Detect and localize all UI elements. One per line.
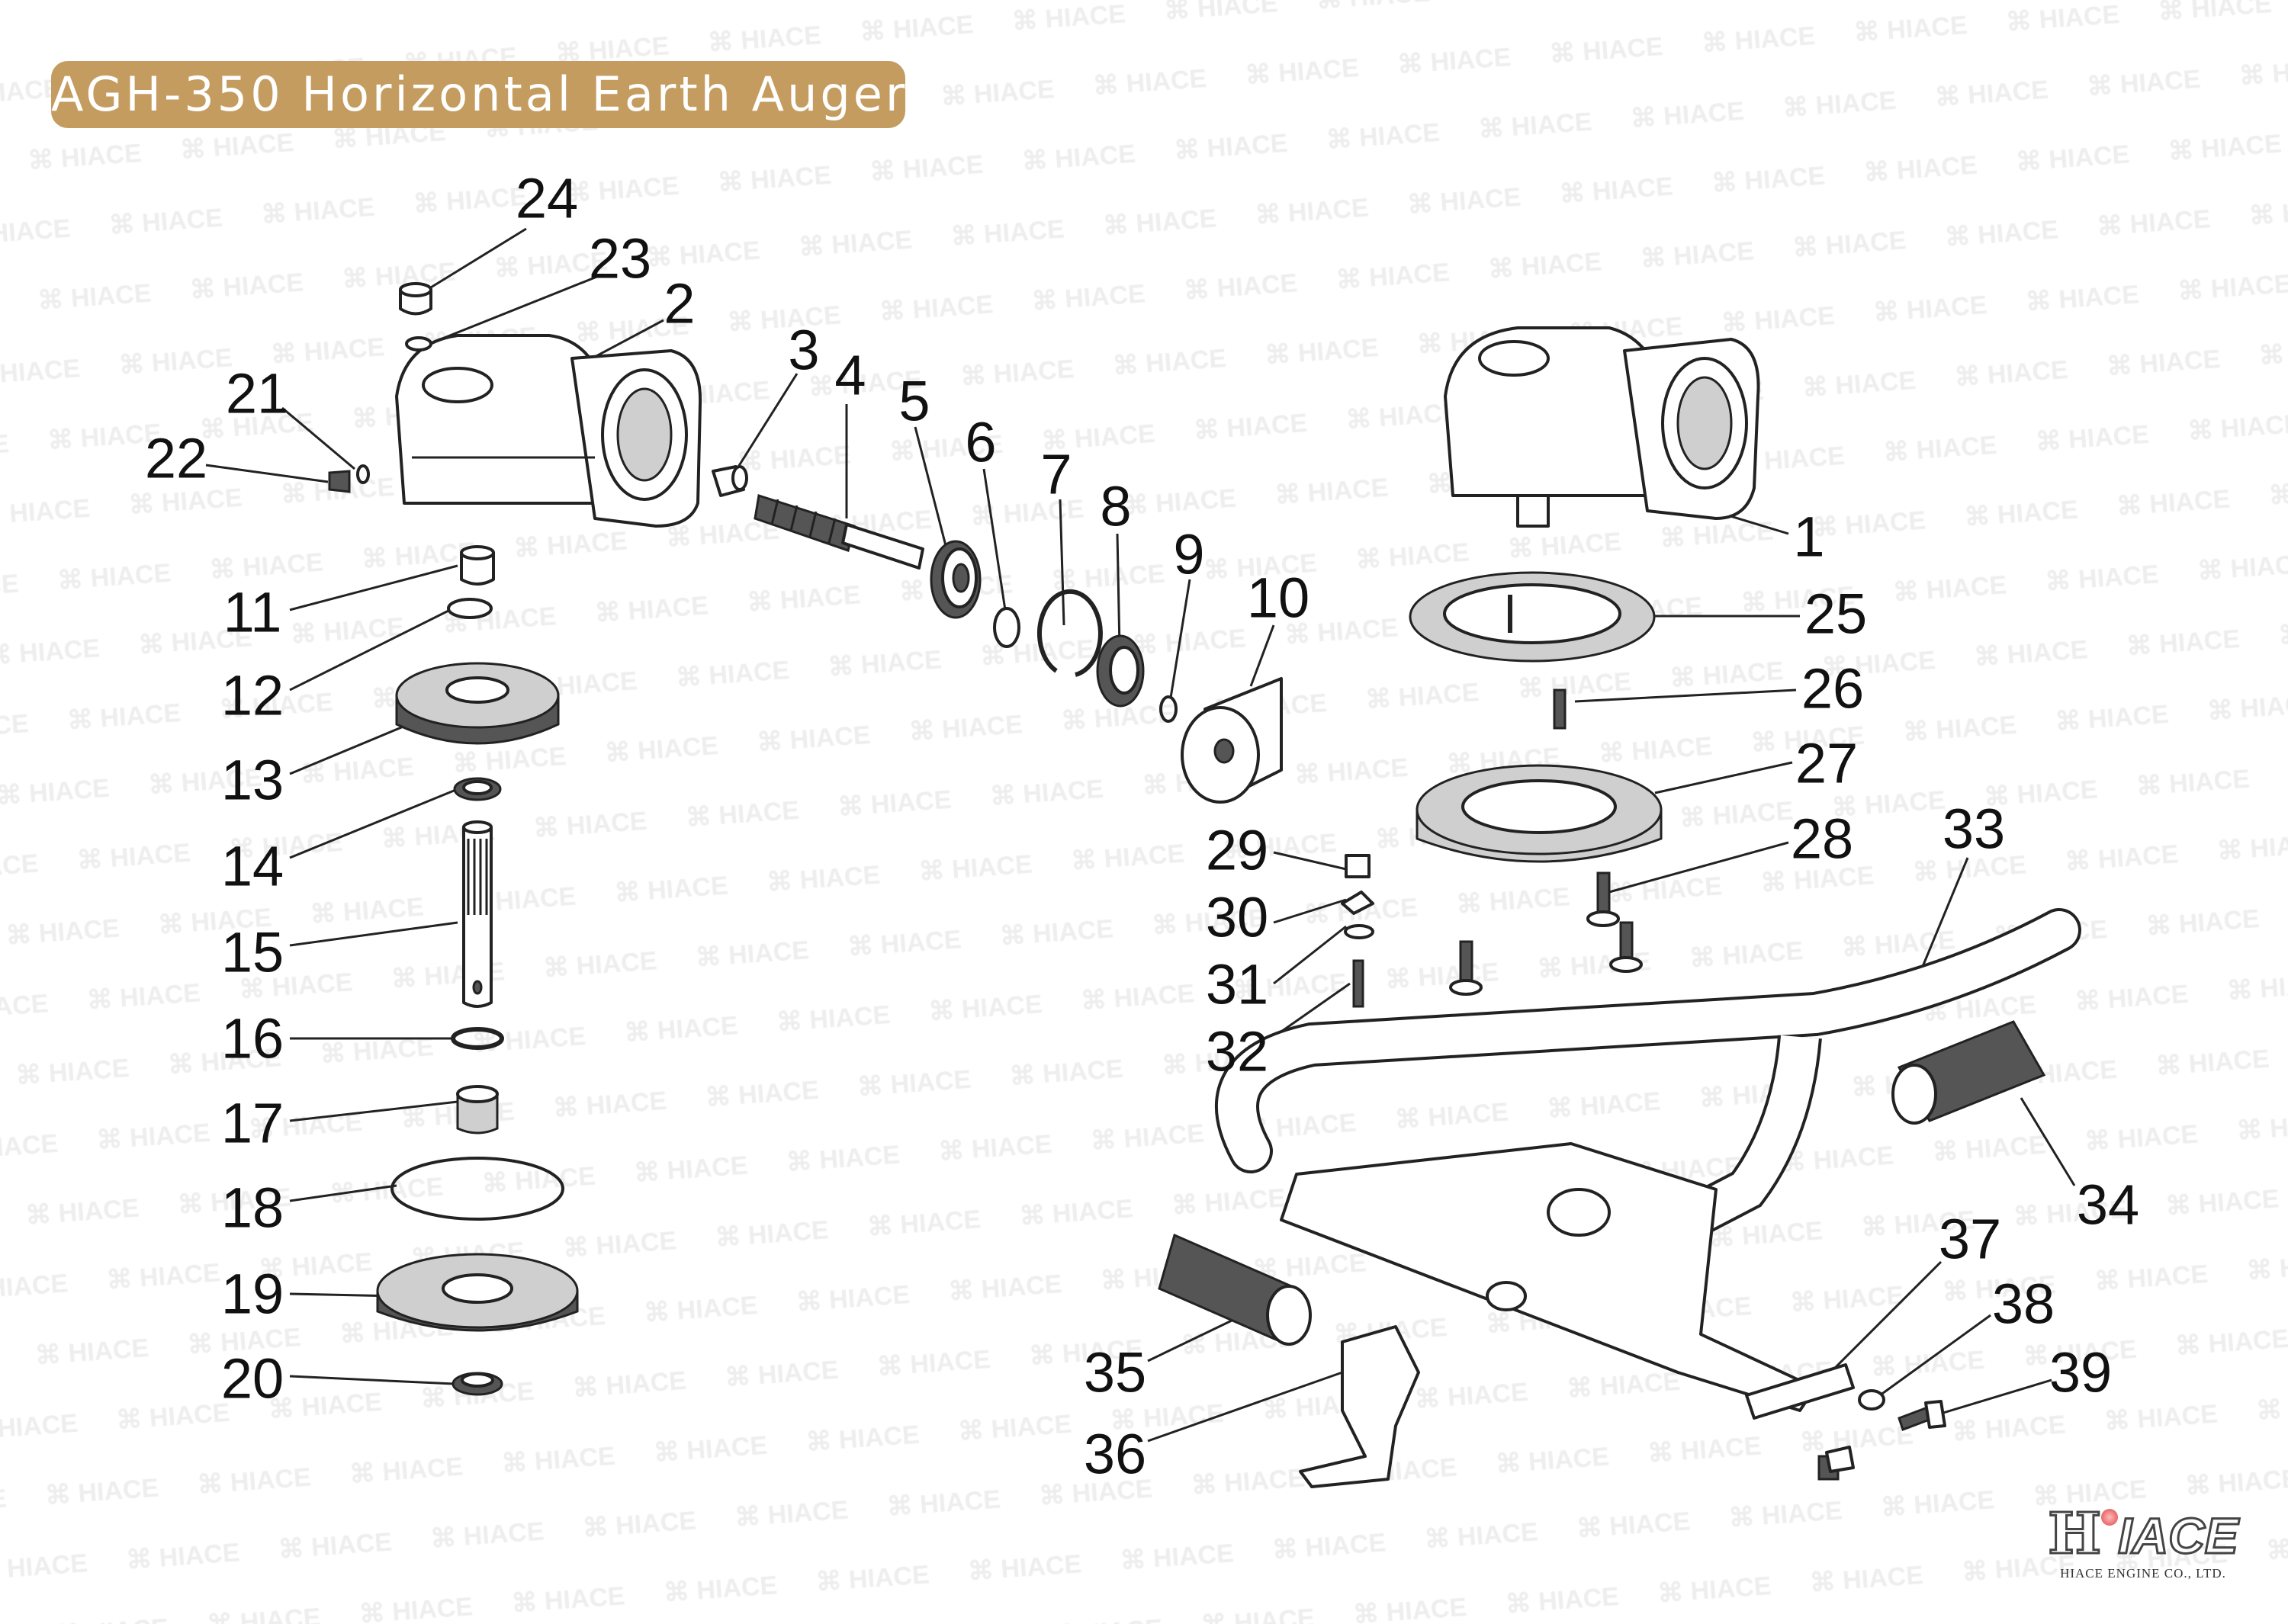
label-part-20: 20 <box>221 1347 284 1411</box>
part-o-ring-18 <box>390 1157 564 1221</box>
part-bolt-39 <box>1817 1400 1946 1481</box>
label-part-26: 26 <box>1801 657 1864 721</box>
part-washer-31 <box>1344 924 1374 939</box>
part-ring-6 <box>993 607 1020 648</box>
part-ring-16 <box>451 1027 504 1050</box>
part-bearing-14 <box>453 777 502 801</box>
label-part-31: 31 <box>1206 953 1268 1016</box>
part-gasket-plate-25 <box>1409 571 1656 663</box>
label-part-36: 36 <box>1084 1423 1146 1486</box>
label-part-18: 18 <box>221 1176 284 1240</box>
part-pin-26 <box>1553 688 1567 730</box>
part-washer-38 <box>1858 1389 1885 1411</box>
label-part-17: 17 <box>221 1092 284 1155</box>
part-nut-29 <box>1345 854 1371 878</box>
label-part-28: 28 <box>1791 807 1853 871</box>
part-output-shaft-15 <box>462 820 493 1008</box>
part-handle-frame <box>1215 908 2081 1412</box>
part-grip-35 <box>1158 1233 1312 1346</box>
label-part-15: 15 <box>221 921 284 984</box>
label-part-6: 6 <box>965 411 996 474</box>
label-part-23: 23 <box>589 227 651 290</box>
label-part-10: 10 <box>1247 566 1309 630</box>
part-gearbox-assembly <box>1444 326 1760 528</box>
company-name: HIACE ENGINE CO., LTD. <box>2060 1566 2226 1581</box>
label-part-29: 29 <box>1206 819 1268 882</box>
part-bearing-5 <box>930 540 982 619</box>
part-fill-cap <box>399 282 432 316</box>
label-part-12: 12 <box>221 664 284 727</box>
part-o-ring-cap <box>405 336 432 351</box>
logo-dot-icon <box>2101 1509 2119 1526</box>
part-lock-washer-30 <box>1341 891 1374 915</box>
label-part-16: 16 <box>221 1007 284 1070</box>
part-bushing-3 <box>712 465 748 497</box>
logo-wordmark: IACE <box>2117 1507 2240 1564</box>
label-part-32: 32 <box>1206 1020 1268 1083</box>
logo-mark: H <box>2047 1501 2103 1567</box>
part-mount-plate-27 <box>1416 764 1663 863</box>
label-part-19: 19 <box>221 1263 284 1326</box>
label-part-1: 1 <box>1793 505 1824 569</box>
part-gear-housing <box>395 334 702 528</box>
part-drum <box>1181 677 1283 804</box>
label-part-7: 7 <box>1040 443 1072 506</box>
part-gear-13 <box>395 662 560 745</box>
label-part-2: 2 <box>664 272 695 335</box>
label-part-39: 39 <box>2049 1341 2112 1404</box>
part-number-labels: 1 2 3 4 5 6 7 8 9 10 11 12 13 14 15 16 1… <box>145 167 2139 1486</box>
part-plate-37 <box>1745 1363 1855 1420</box>
label-part-3: 3 <box>788 319 819 382</box>
label-part-33: 33 <box>1943 798 2005 861</box>
part-worm-shaft <box>754 494 924 570</box>
label-part-21: 21 <box>226 362 288 425</box>
label-part-34: 34 <box>2077 1173 2139 1237</box>
label-part-13: 13 <box>221 749 284 812</box>
part-screw-22 <box>328 470 351 493</box>
part-bolts-28 <box>1449 871 1643 996</box>
part-o-ring-9 <box>1159 695 1178 723</box>
leader-lines <box>205 227 2076 1443</box>
label-part-25: 25 <box>1804 583 1867 646</box>
label-part-37: 37 <box>1939 1208 2001 1271</box>
part-cover-19 <box>376 1253 579 1332</box>
label-part-22: 22 <box>145 427 207 490</box>
part-circlip-7 <box>1036 589 1103 677</box>
page-title: AGH-350 Horizontal Earth Auger <box>51 61 905 128</box>
label-part-35: 35 <box>1084 1341 1146 1404</box>
part-washer-12 <box>447 598 493 619</box>
part-bolt-32 <box>1352 959 1364 1008</box>
label-part-5: 5 <box>898 370 930 433</box>
label-part-27: 27 <box>1795 732 1858 795</box>
part-washer-21 <box>356 464 370 484</box>
label-part-11: 11 <box>223 581 282 644</box>
label-part-30: 30 <box>1206 886 1268 949</box>
part-bushing-17 <box>456 1085 499 1135</box>
label-part-24: 24 <box>516 167 578 230</box>
part-bushing-11 <box>460 545 495 586</box>
label-part-4: 4 <box>834 344 866 407</box>
label-part-9: 9 <box>1173 523 1204 586</box>
part-bearing-8 <box>1096 634 1145 708</box>
label-part-8: 8 <box>1100 475 1131 538</box>
part-throttle-clamp <box>1299 1325 1420 1488</box>
label-part-14: 14 <box>221 835 284 898</box>
label-part-38: 38 <box>1992 1273 2055 1336</box>
part-seal-20 <box>451 1372 503 1396</box>
part-grip-34 <box>1891 1020 2046 1125</box>
